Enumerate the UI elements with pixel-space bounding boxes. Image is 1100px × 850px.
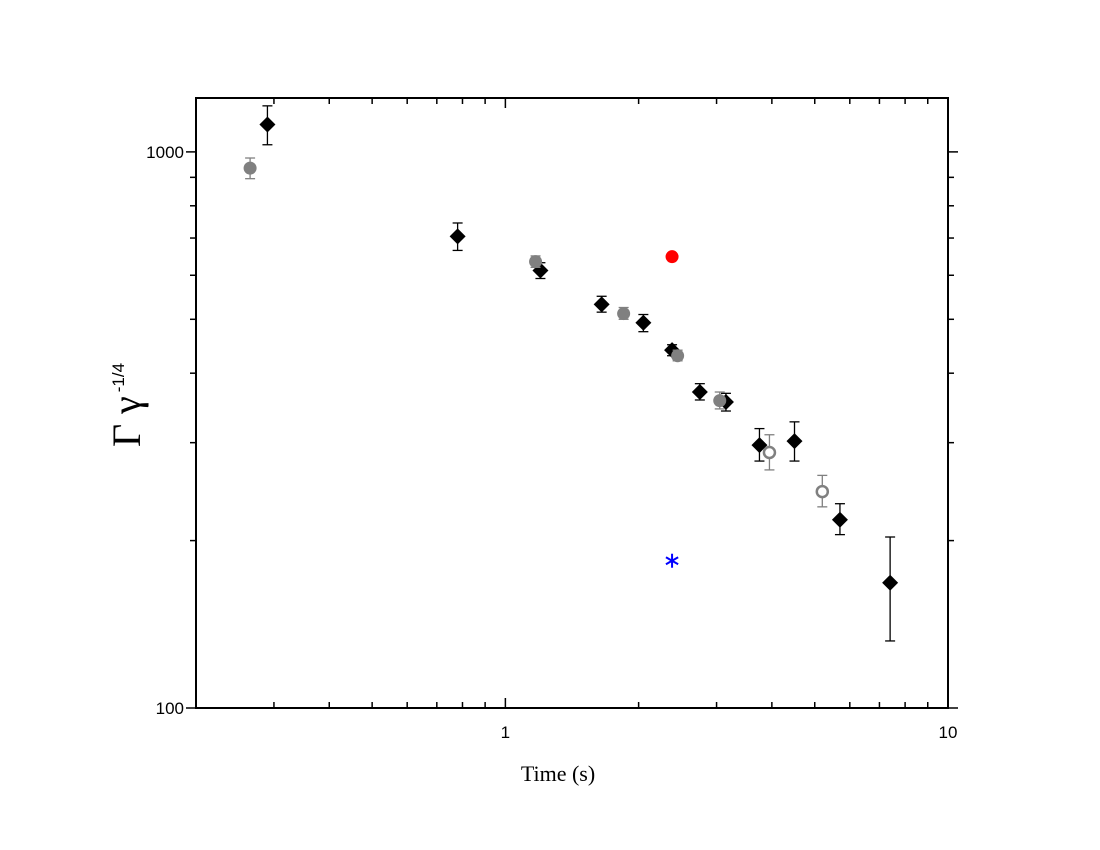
data-point-diamond (882, 574, 899, 591)
data-point-circle (671, 349, 685, 363)
data-point-circle (665, 250, 679, 264)
x-tick-label: 10 (939, 723, 958, 742)
data-point-diamond (449, 228, 466, 245)
plot-frame (195, 97, 949, 709)
data-point-open-circle (815, 484, 830, 499)
data-point-circle (617, 307, 631, 321)
y-axis-label-superscript: -1/4 (109, 363, 128, 392)
x-axis-label: Time (s) (521, 761, 595, 786)
data-point-circle (529, 255, 543, 269)
data-point-diamond (593, 296, 610, 313)
asterisk-stroke (665, 556, 679, 566)
y-axis-label-main: Γ γ (104, 396, 149, 447)
data-point-asterisk (665, 553, 679, 568)
x-tick-label: 1 (501, 723, 510, 742)
axis-ticks (186, 98, 958, 709)
data-point-diamond (751, 437, 768, 454)
axis-labels: 1 10 100 1000 (146, 143, 957, 742)
data-point-open-circle (762, 445, 777, 460)
data-point-diamond (786, 433, 803, 450)
data-point-circle (243, 161, 257, 175)
data-marks (243, 105, 899, 642)
data-point-circle (713, 394, 727, 408)
data-point-diamond (635, 314, 652, 331)
data-point-diamond (691, 384, 708, 401)
data-point-diamond (831, 511, 848, 528)
y-tick-label: 100 (156, 699, 184, 718)
svg-text:Γ γ -1/4: Γ γ -1/4 (104, 363, 149, 447)
y-tick-label: 1000 (146, 143, 184, 162)
y-axis-label: Γ γ -1/4 (104, 363, 149, 447)
data-point-diamond (259, 116, 276, 133)
